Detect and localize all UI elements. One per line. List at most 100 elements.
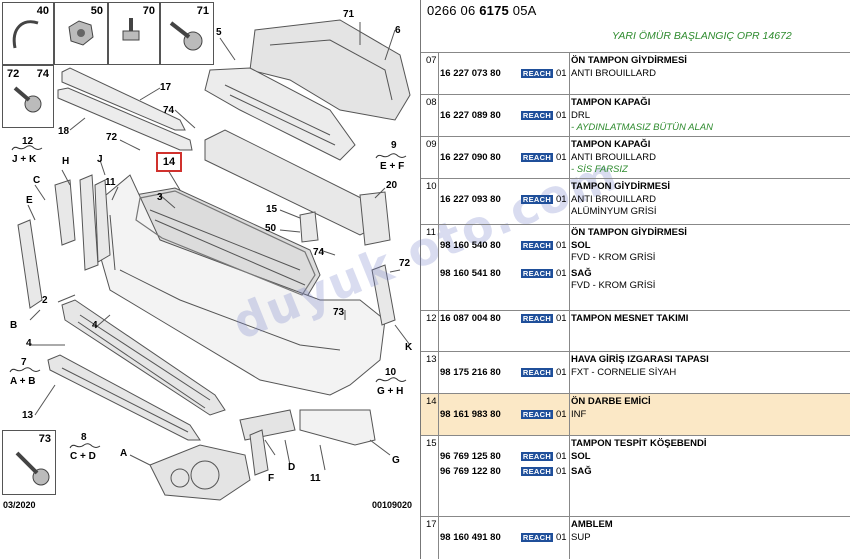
quantity: 01 (556, 531, 567, 543)
label-12: 12 (22, 136, 34, 147)
label-17: 17 (160, 82, 172, 93)
part-detail: - SİS FARSIZ (571, 164, 628, 175)
row-number: 12 (426, 313, 437, 324)
part-detail: ANTI BROUILLARD (571, 193, 656, 205)
part-number[interactable]: 16 227 090 80 (440, 151, 501, 163)
bolt-icon (122, 18, 140, 41)
label-3: 3 (157, 192, 163, 203)
part-detail: DRL (571, 109, 591, 121)
label-J: J (97, 154, 103, 165)
label-F: F (268, 473, 275, 484)
label-74: 74 (163, 105, 175, 116)
reach-badge: REACH (521, 451, 553, 461)
part-number[interactable]: 98 175 216 80 (440, 366, 501, 378)
part-number[interactable]: 16 227 093 80 (440, 193, 501, 205)
column-divider (438, 52, 439, 559)
part-detail: ALÜMİNYUM GRİSİ (571, 206, 657, 217)
label-15: 15 (266, 204, 278, 215)
part-detail: SOL (571, 450, 591, 462)
box-number: 40 (36, 5, 49, 17)
quantity: 01 (556, 109, 567, 121)
box-number: 72 (7, 68, 20, 80)
label-72: 72 (106, 132, 118, 143)
box-part-50: 50 (54, 2, 108, 65)
part-detail: ANTI BROUILLARD (571, 67, 656, 79)
box-number: 71 (196, 5, 209, 17)
label-18: 18 (58, 126, 70, 137)
label-K: K (405, 342, 413, 353)
part-detail: FVD - KROM GRİSİ (571, 280, 656, 291)
label-7: 7 (21, 357, 27, 368)
reach-badge: REACH (521, 194, 553, 204)
reach-badge: REACH (521, 268, 553, 278)
label-G: G (392, 455, 400, 466)
label-13: 13 (22, 410, 34, 421)
reach-badge: REACH (521, 68, 553, 78)
part-detail: INF (571, 408, 587, 420)
label-10: 10 (385, 367, 397, 378)
part-detail: SAĞ (571, 267, 592, 279)
reach-badge: REACH (521, 409, 553, 419)
label-j-k: J + K (12, 154, 37, 165)
part-number[interactable]: 96 769 122 80 (440, 466, 501, 477)
part-description: TAMPON MESNET TAKIMI (571, 313, 689, 324)
quantity: 01 (556, 239, 567, 251)
header-suffix: 05A (508, 3, 537, 18)
quantity: 01 (556, 450, 567, 462)
quantity: 01 (556, 313, 567, 324)
label-c-d: C + D (70, 451, 96, 462)
quantity: 01 (556, 366, 567, 378)
label-C: C (33, 175, 41, 186)
part-number[interactable]: 96 769 125 80 (440, 450, 501, 462)
label-74b: 74 (313, 247, 325, 258)
row-number: 11 (426, 227, 436, 238)
reach-badge: REACH (521, 367, 553, 377)
quantity: 01 (556, 151, 567, 163)
label-71: 71 (343, 9, 355, 20)
part-number[interactable]: 16 227 089 80 (440, 109, 501, 121)
reach-badge: REACH (521, 467, 553, 476)
label-B: B (10, 320, 18, 331)
part-number[interactable]: 16 087 004 80 (440, 313, 501, 324)
row-number: 15 (426, 438, 437, 449)
part-description: ÖN DARBE EMİCİ (571, 396, 651, 407)
header-prefix: 0266 06 (427, 3, 480, 18)
part-detail: FVD - KROM GRİSİ (571, 252, 656, 263)
reach-badge: REACH (521, 314, 553, 323)
label-4: 4 (26, 338, 32, 349)
label-1: 4 (92, 320, 98, 331)
box-part-70: 70 (108, 2, 160, 65)
box-part-71: 71 (160, 2, 214, 65)
part-detail: SOL (571, 239, 591, 251)
reach-badge: REACH (521, 152, 553, 162)
label-9: 9 (391, 140, 397, 151)
reach-badge: REACH (521, 532, 553, 542)
part-description: TAMPON KAPAĞI (571, 139, 651, 150)
label-E: E (26, 195, 33, 206)
part-number[interactable]: 98 160 541 80 (440, 267, 501, 279)
part-number[interactable]: 16 227 073 80 (440, 67, 501, 79)
part-number[interactable]: 98 160 491 80 (440, 531, 501, 543)
callout-number: 14 (162, 156, 176, 168)
part-number[interactable]: 98 160 540 80 (440, 239, 501, 251)
row-number: 07 (426, 55, 437, 66)
screw-icon (169, 21, 203, 51)
row-number: 17 (426, 519, 437, 530)
quantity: 01 (556, 466, 567, 477)
row-number: 13 (426, 354, 437, 365)
box-part-72-74: 72 74 (2, 65, 54, 128)
part-number[interactable]: 98 161 983 80 (440, 408, 501, 420)
reach-badge: REACH (521, 110, 553, 120)
column-divider (569, 52, 570, 559)
